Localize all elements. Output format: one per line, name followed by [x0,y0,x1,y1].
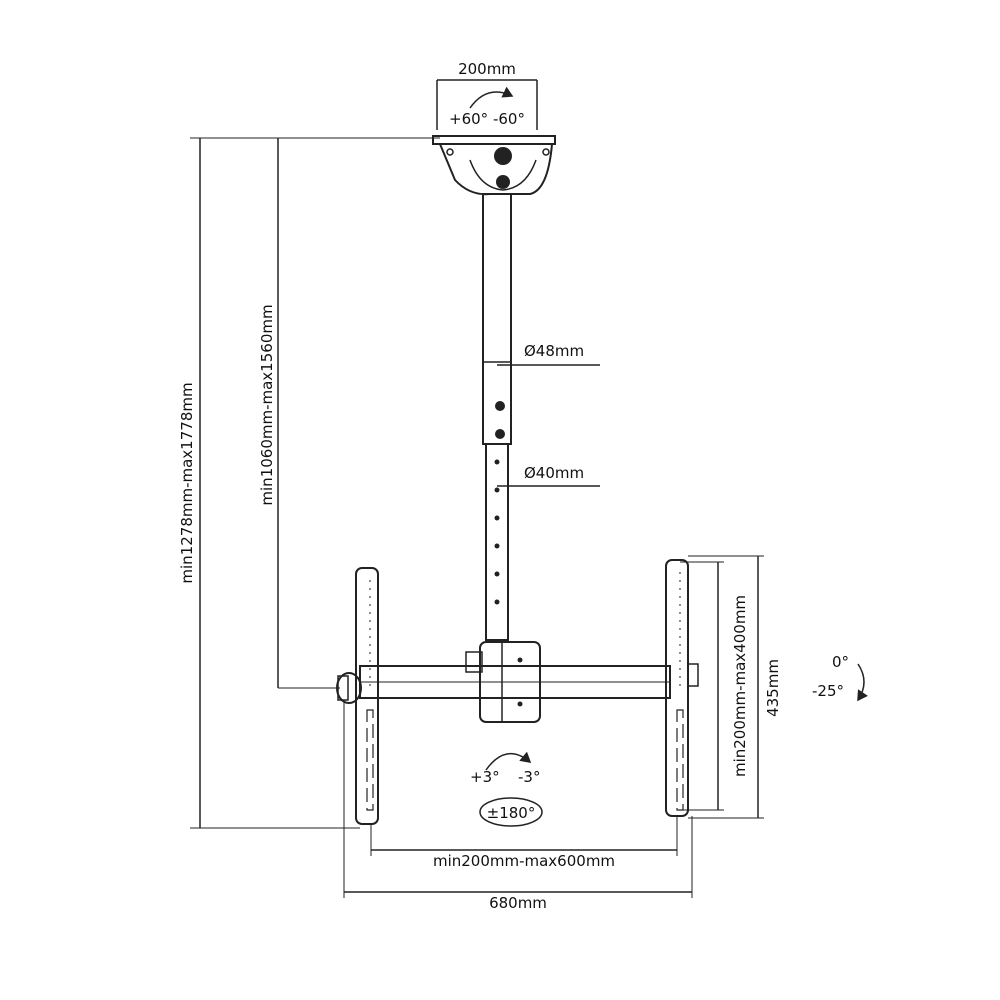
upper-pole [482,193,512,445]
upper-pole-label: Ø48mm [524,342,584,360]
tilt-top-label: 0° [832,653,849,671]
horizontal-spacing-dimension [370,816,678,856]
lower-pole-label: Ø40mm [524,464,584,482]
lower-pole [485,443,509,641]
overall-width-dimension [343,700,693,898]
level-arrow-icon [485,751,532,771]
left-vesa-arm [336,567,379,825]
vertical-spacing-dimension [680,561,724,811]
center-joint [465,641,541,723]
pole-height-label: min1060mm-max1560mm [258,304,276,505]
total-height-dimension [190,137,440,829]
vertical-spacing-label: min200mm-max400mm [731,595,749,777]
crossbar [359,665,671,699]
bracket-height-label: 435mm [764,659,782,717]
swivel-range-label: +60° -60° [449,110,525,128]
level-left-label: +3° [470,768,500,786]
horizontal-spacing-label: min200mm-max600mm [433,852,615,870]
swivel-arrow-icon [469,86,514,109]
ceiling-plate [432,135,556,196]
plate-width-label: 200mm [458,60,516,78]
overall-width-label: 680mm [489,894,547,912]
pole-height-dimension [277,138,340,689]
total-height-label: min1278mm-max1778mm [178,382,196,583]
tilt-bottom-label: -25° [812,682,844,700]
rotate-arrow-icon [479,797,543,827]
tilt-arrow-icon [857,663,868,702]
level-right-label: -3° [518,768,540,786]
rotation-label: ±180° [487,804,536,822]
plate-width-dimension: 200mm [436,60,538,130]
bracket-height-dimension [688,555,764,819]
